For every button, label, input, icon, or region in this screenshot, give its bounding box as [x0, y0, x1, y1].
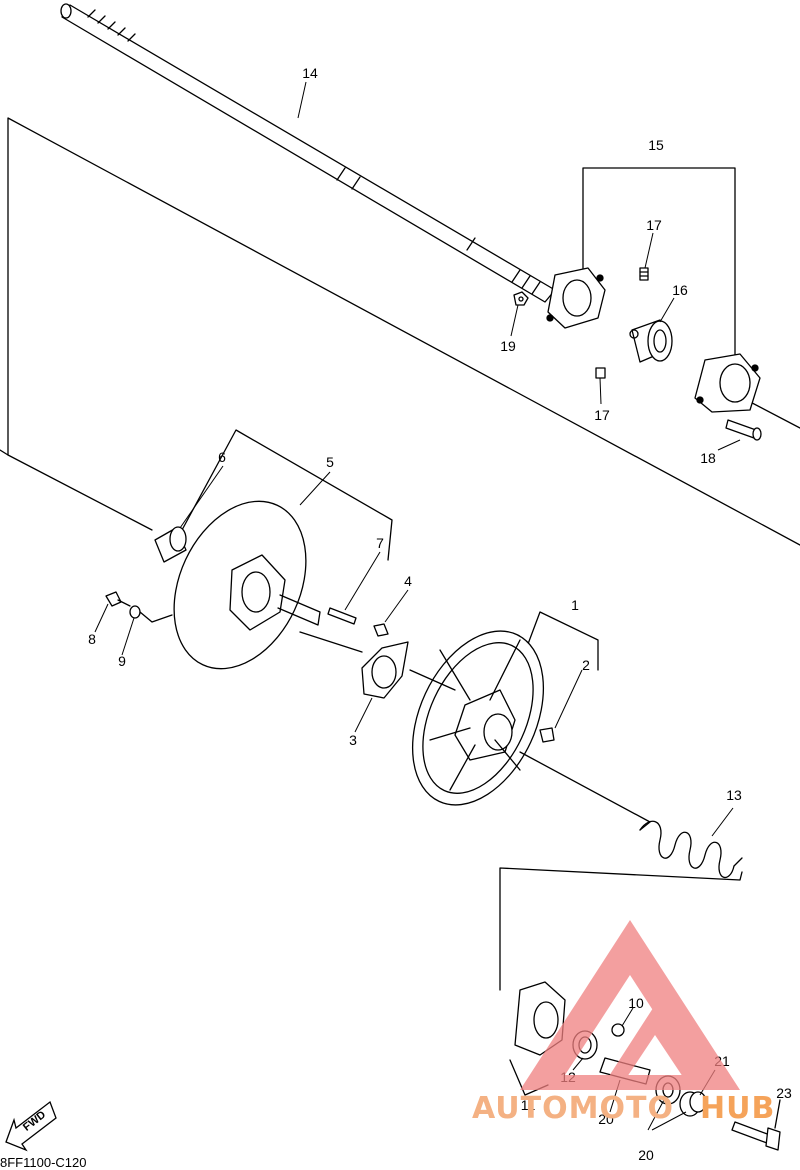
assembly-frame-lower	[0, 449, 9, 456]
watermark-text: AUTOMOTO	[472, 1091, 674, 1126]
spring-13	[639, 820, 743, 878]
callout-10: 10	[628, 995, 644, 1011]
bolt-4	[373, 623, 389, 637]
bracket-15	[582, 167, 736, 356]
screw-2	[539, 727, 555, 743]
bearing-housing-left	[546, 267, 606, 329]
bolt-18	[725, 419, 762, 441]
callout-16: 16	[672, 282, 688, 298]
callout-15: 15	[648, 137, 664, 153]
nut-19	[513, 291, 529, 306]
callout-1: 1	[571, 597, 579, 613]
callout-17-top: 17	[646, 217, 662, 233]
washer-22	[689, 1091, 707, 1113]
watermark-logo-icon	[520, 920, 740, 1090]
bolt-8	[105, 591, 131, 607]
callout-17-bottom: 17	[594, 407, 610, 423]
pin-7	[327, 607, 357, 625]
leader-9	[139, 611, 173, 623]
axis-line	[299, 631, 651, 823]
callout-19: 19	[500, 338, 516, 354]
bearing-16	[629, 319, 673, 363]
callout-5: 5	[326, 454, 334, 470]
bearing-housing-right	[694, 353, 761, 413]
fwd-arrow-icon: FWD	[5, 1100, 57, 1152]
callout-7: 7	[376, 535, 384, 551]
bracket-1	[521, 611, 599, 671]
drawing-code: 8FF1100-C120	[0, 1155, 86, 1170]
nut-10	[611, 1023, 625, 1037]
callout-18: 18	[700, 450, 716, 466]
leaders	[94, 81, 741, 1131]
bracket-5	[181, 429, 393, 561]
bracket-lower	[499, 867, 743, 991]
callout-9: 9	[118, 653, 126, 669]
callout-3: 3	[349, 732, 357, 748]
callout-2: 2	[582, 657, 590, 673]
callout-23: 23	[776, 1085, 792, 1101]
callout-13: 13	[726, 787, 742, 803]
set-screw-17-bottom	[595, 367, 606, 379]
callout-6: 6	[218, 449, 226, 465]
callout-14: 14	[302, 65, 318, 81]
washer-9	[129, 605, 141, 619]
callout-20: 20	[638, 1147, 654, 1163]
watermark-text-hub: HUB	[700, 1091, 775, 1126]
sheave-1	[411, 630, 545, 806]
callout-labels: 14 15 17 16 19 17 18 6 5 7 4 1 8 9 2 3 1…	[88, 65, 792, 1163]
collar-6	[154, 526, 187, 563]
leader-23	[774, 1099, 781, 1129]
callout-8: 8	[88, 631, 96, 647]
callout-11: 11	[521, 1097, 536, 1113]
shaft	[60, 3, 556, 303]
callout-4: 4	[404, 573, 412, 589]
set-screw-17-top	[639, 267, 649, 281]
bolt-23	[731, 1121, 781, 1151]
assembly-frame	[7, 117, 800, 546]
plate-3	[361, 641, 409, 699]
callout-21: 20	[598, 1111, 614, 1127]
sheave-5	[173, 500, 321, 670]
